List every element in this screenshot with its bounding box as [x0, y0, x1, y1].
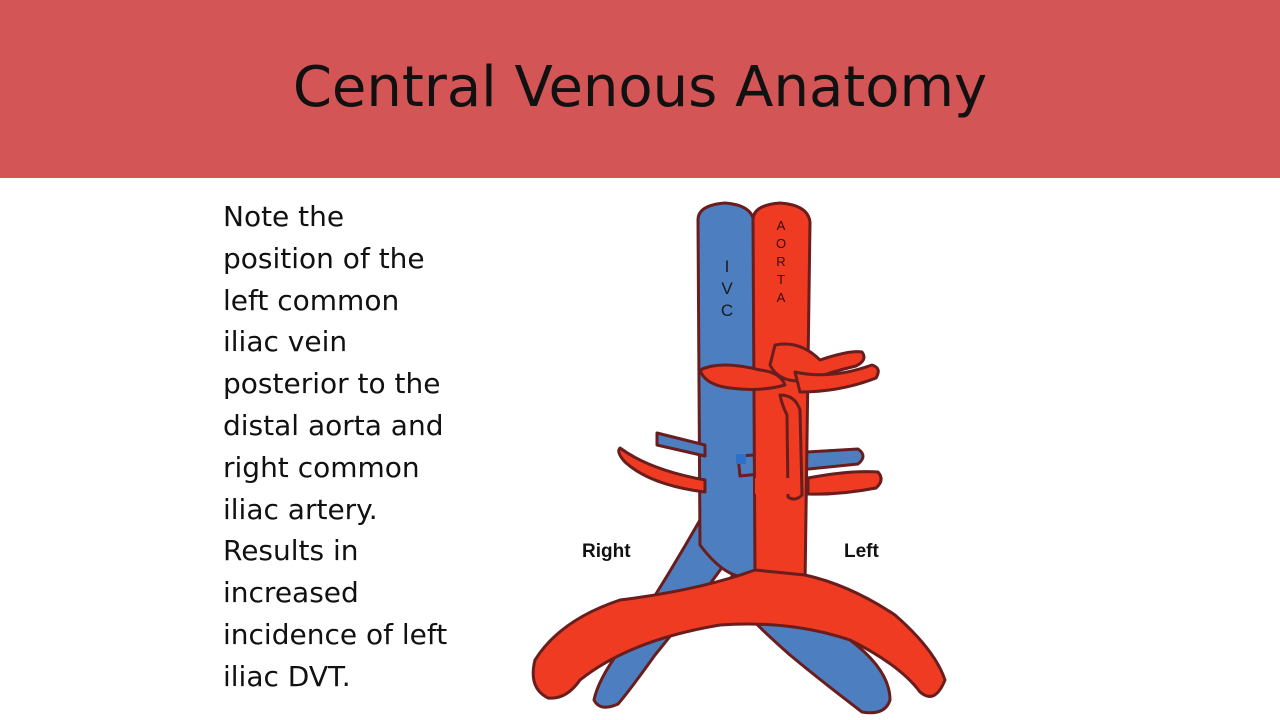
left-side-label: Left [844, 541, 879, 562]
aorta-letter: O [775, 236, 787, 251]
right-renal-artery [617, 446, 707, 494]
body-line: iliac artery. [223, 492, 378, 526]
body-line: incidence of left [223, 617, 448, 651]
ivc-letter: I [724, 257, 730, 276]
slide-title: Central Venous Anatomy [292, 55, 988, 120]
vein-junction-mark [736, 454, 746, 464]
ivc-letter: C [720, 301, 734, 320]
body-line: iliac vein [223, 325, 348, 359]
body-line: posterior to the [223, 367, 441, 401]
left-renal-artery [806, 470, 883, 496]
ivc-label: I V C [717, 256, 737, 322]
body-line: Results in [223, 534, 359, 568]
body-line: iliac DVT. [223, 659, 351, 693]
renal-connector [755, 478, 790, 494]
ivc-letter: V [721, 279, 733, 298]
body-line: distal aorta and [223, 408, 444, 442]
aorta-letter: A [776, 290, 786, 305]
body-line: Note the [223, 200, 345, 233]
body-line: position of the [223, 241, 425, 275]
right-renal-vein [655, 431, 707, 458]
celiac-branch [698, 363, 787, 391]
aorta-letter: R [776, 254, 786, 269]
left-branch-lower [793, 363, 880, 394]
iliac-artery-bifurcation [531, 568, 947, 700]
aorta-label: A O R T A [771, 217, 791, 307]
body-line: right common [223, 450, 420, 484]
title-bar [0, 0, 1280, 178]
body-line: increased [223, 576, 359, 610]
body-text: Note the position of the left common ili… [223, 196, 463, 698]
aorta-letter: A [776, 218, 786, 233]
ivc-trunk [696, 201, 758, 579]
right-side-label: Right [582, 541, 631, 562]
aorta-letter: T [777, 272, 785, 287]
descending-branch [778, 393, 804, 501]
body-line: left common [223, 283, 400, 317]
